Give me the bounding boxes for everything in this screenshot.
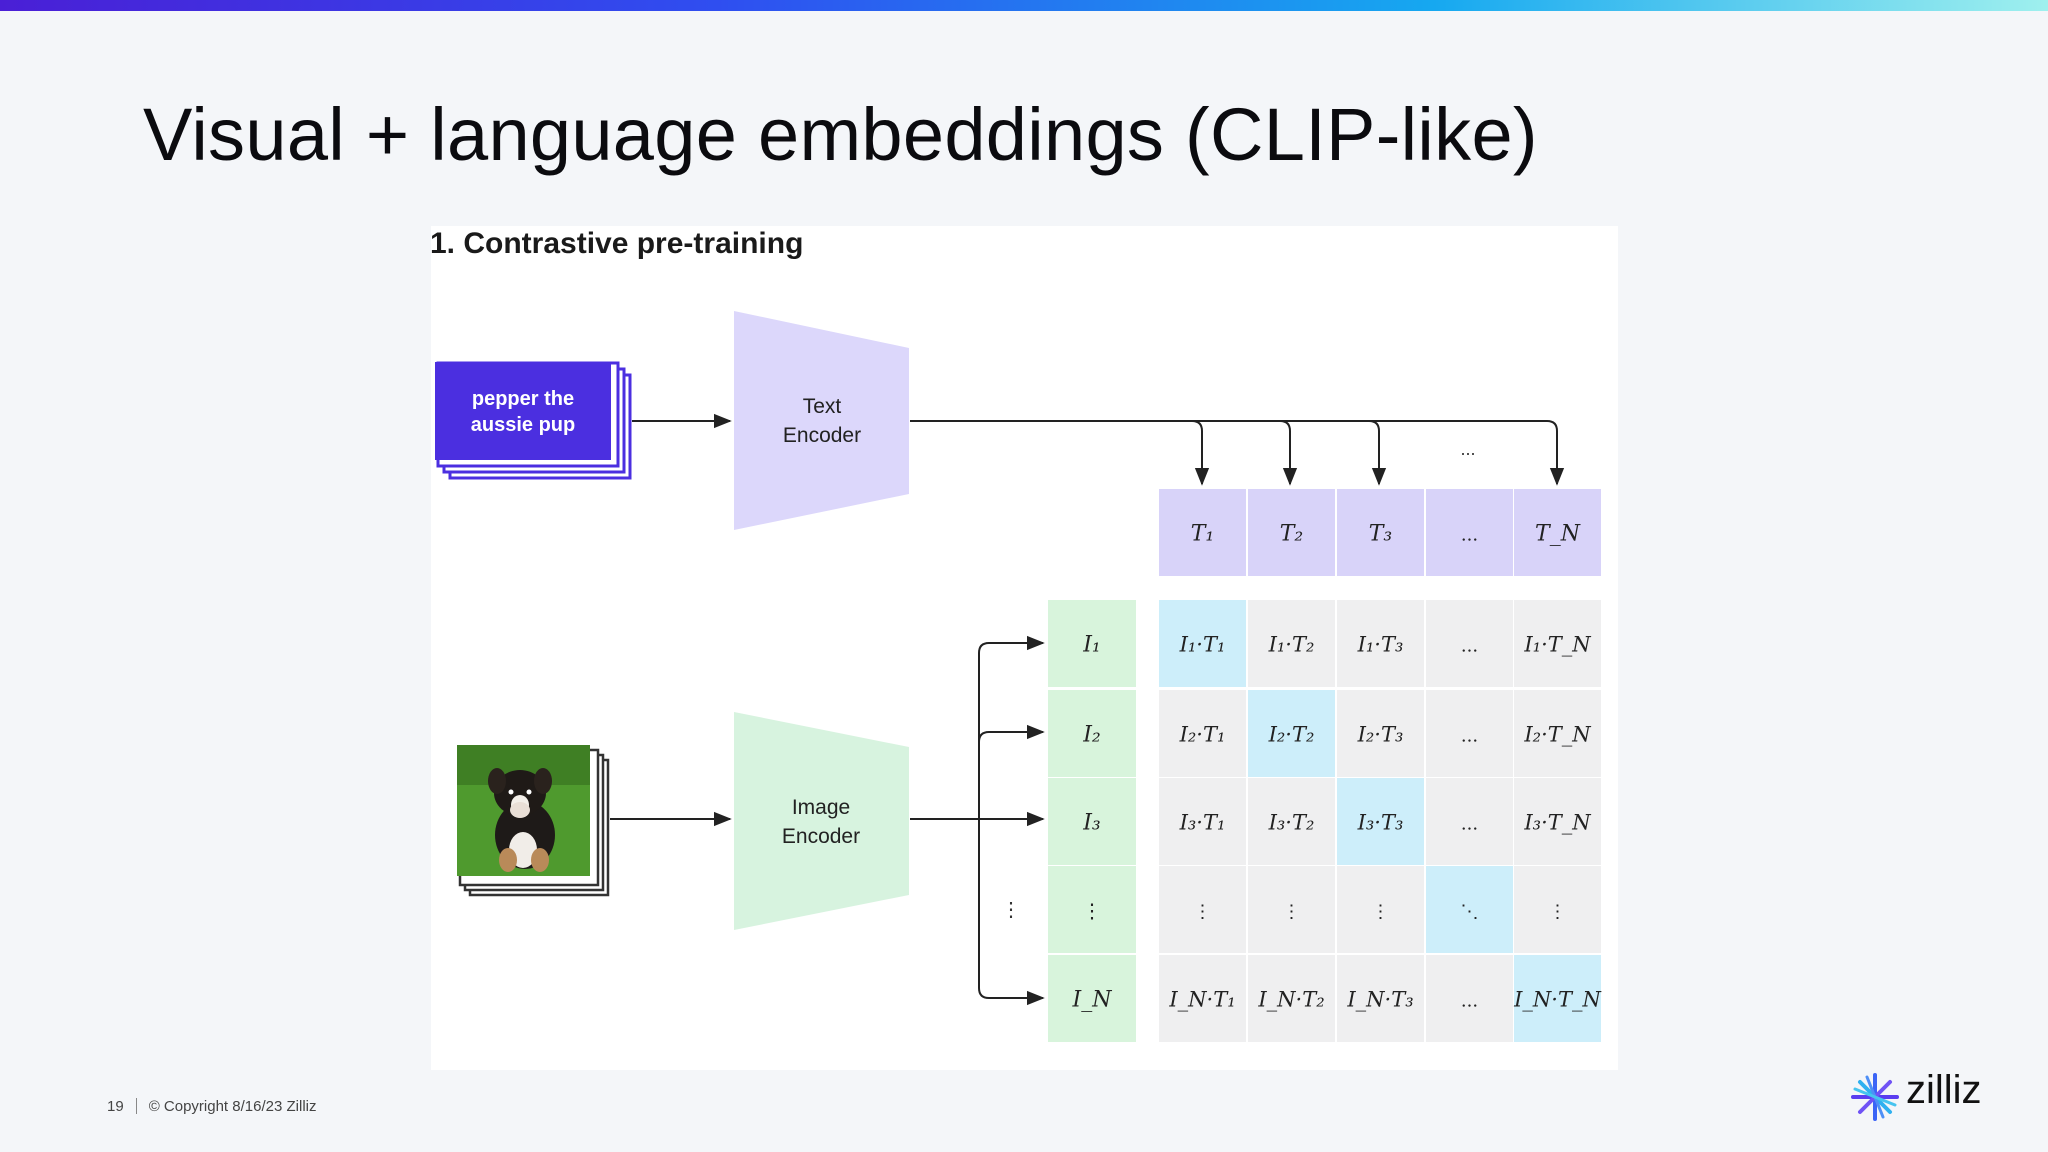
similarity-label: I_N·T₂: [1257, 988, 1324, 1012]
similarity-label: I₃·T₃: [1357, 811, 1404, 835]
similarity-label: I_N·T_N: [1513, 988, 1601, 1012]
similarity-label: ⋮: [1283, 902, 1301, 923]
similarity-label: ...: [1461, 814, 1478, 835]
similarity-cell: [1337, 866, 1424, 953]
similarity-cell: [1337, 690, 1424, 777]
text-branch-ellipsis: ...: [1460, 439, 1475, 459]
similarity-cell: [1248, 955, 1335, 1042]
image-embedding-cell: [1048, 690, 1136, 777]
similarity-cell: [1159, 866, 1246, 953]
text-input-line-1: pepper the: [472, 388, 574, 410]
similarity-cell: [1514, 866, 1601, 953]
text-embedding-label: T_N: [1535, 522, 1581, 547]
similarity-cell: [1337, 955, 1424, 1042]
footer-divider: [135, 1098, 137, 1114]
similarity-cell: [1248, 600, 1335, 687]
text-encoder-label-2: Encoder: [783, 424, 861, 447]
similarity-label: ⋮: [1549, 902, 1567, 923]
image-embedding-label: I₂: [1082, 723, 1101, 748]
similarity-label: I₃·T₂: [1268, 811, 1315, 835]
image-embedding-cell: [1048, 955, 1136, 1042]
zilliz-logo-icon: [1851, 1073, 1899, 1121]
puppy-photo-icon: [457, 745, 590, 876]
image-embedding-cell: [1048, 866, 1136, 953]
text-embedding-label: T₂: [1280, 522, 1304, 547]
logo-text: zilliz: [1906, 1068, 1982, 1112]
similarity-label: ...: [1461, 636, 1478, 657]
image-encoder-label-2: Encoder: [782, 825, 860, 848]
page-number: 19: [107, 1098, 124, 1115]
similarity-cell: [1514, 778, 1601, 865]
image-embedding-label: I₁: [1082, 633, 1101, 658]
similarity-cell: [1514, 690, 1601, 777]
similarity-cell: [1248, 778, 1335, 865]
similarity-label: I₁·T₃: [1357, 633, 1404, 657]
similarity-label: ...: [1461, 726, 1478, 747]
image-embedding-label: I₃: [1082, 811, 1101, 836]
text-embedding-label: T₁: [1191, 522, 1215, 547]
image-embedding-label: I_N: [1072, 988, 1113, 1013]
gradient-top-bar: [0, 0, 2048, 11]
similarity-label: ⋮: [1372, 902, 1390, 923]
text-embedding-cell: [1159, 489, 1246, 576]
similarity-label: ...: [1461, 991, 1478, 1012]
image-embedding-label: ⋮: [1082, 899, 1102, 923]
similarity-cell: [1337, 600, 1424, 687]
copyright-text: © Copyright 8/16/23 Zilliz: [148, 1098, 317, 1115]
image-encoder-label-1: Image: [792, 796, 850, 819]
similarity-cell: [1426, 955, 1513, 1042]
similarity-label: I₁·T₂: [1268, 633, 1315, 657]
image-branch-vdots: ⋮: [1001, 899, 1021, 921]
similarity-label: I₁·T₁: [1179, 633, 1226, 657]
similarity-label: I_N·T₃: [1346, 988, 1413, 1012]
similarity-label: I₂·T₂: [1268, 723, 1315, 747]
similarity-cell: [1426, 866, 1513, 953]
text-embedding-cell: [1248, 489, 1335, 576]
image-embedding-cell: [1048, 778, 1136, 865]
similarity-label: I₃·T_N: [1523, 811, 1591, 835]
slide-footer: 19 © Copyright 8/16/23 Zilliz: [107, 1098, 316, 1115]
text-input-stack: pepper the aussie pup: [435, 361, 632, 480]
similarity-label: I_N·T₁: [1168, 988, 1235, 1012]
similarity-label: I₁·T_N: [1523, 633, 1591, 657]
similarity-label: ⋮: [1194, 902, 1212, 923]
text-embedding-label: ...: [1461, 525, 1478, 546]
diagram-subtitle: 1. Contrastive pre-training: [430, 227, 804, 260]
similarity-grid: T₁ T₂ T₃... T_N I₁ I₂ I₃ ⋮ I_N I₁·T₁ I₁·T₂ I₁·T₃...…: [1048, 489, 1601, 1042]
similarity-label: I₂·T₁: [1179, 723, 1226, 747]
similarity-cell: [1337, 778, 1424, 865]
similarity-label: I₂·T₃: [1357, 723, 1404, 747]
similarity-cell: [1159, 600, 1246, 687]
text-encoder-label-1: Text: [803, 395, 842, 418]
similarity-cell: [1514, 600, 1601, 687]
similarity-label: I₂·T_N: [1523, 723, 1591, 747]
similarity-cell: [1514, 955, 1601, 1042]
similarity-cell: [1159, 778, 1246, 865]
image-branch-connector: [910, 635, 1045, 1006]
text-embedding-cell: [1426, 489, 1513, 576]
text-input-line-2: aussie pup: [471, 414, 575, 436]
image-input-stack: [457, 745, 610, 897]
similarity-cell: [1159, 955, 1246, 1042]
text-encoder-shape: [734, 311, 909, 530]
slide-title: Visual + language embeddings (CLIP-like): [143, 93, 1538, 176]
similarity-cell: [1248, 866, 1335, 953]
similarity-cell: [1426, 600, 1513, 687]
text-embedding-cell: [1514, 489, 1601, 576]
text-branch-connector: [910, 420, 1565, 486]
text-embedding-cell: [1337, 489, 1424, 576]
image-embedding-cell: [1048, 600, 1136, 687]
similarity-cell: [1426, 778, 1513, 865]
text-input-card: [435, 362, 611, 460]
image-encoder-shape: [734, 712, 909, 930]
similarity-cell: [1426, 690, 1513, 777]
similarity-label: ⋱: [1461, 902, 1479, 923]
text-embedding-label: T₃: [1369, 522, 1393, 547]
similarity-cell: [1248, 690, 1335, 777]
similarity-cell: [1159, 690, 1246, 777]
similarity-label: I₃·T₁: [1179, 811, 1226, 835]
